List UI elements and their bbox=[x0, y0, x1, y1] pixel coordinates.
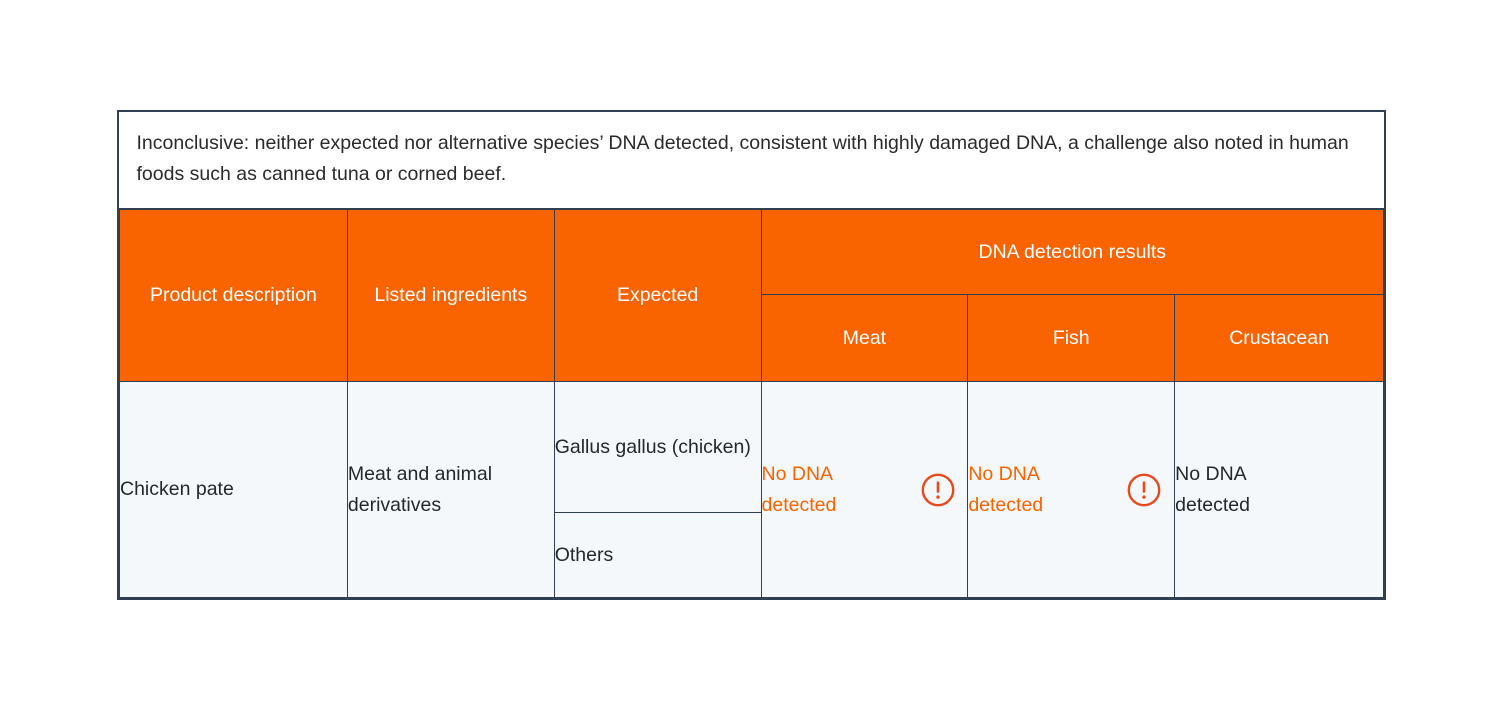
header-row-primary: Product description Listed ingredients E… bbox=[119, 208, 1385, 382]
result-text-crustacean: No DNA detected bbox=[1175, 462, 1250, 516]
cell-expected-species: Gallus gallus (chicken) bbox=[553, 381, 762, 513]
table-row-expected-others: Others bbox=[120, 512, 1384, 598]
result-text-fish: No DNA detected bbox=[968, 462, 1044, 516]
results-table-grid: Inconclusive: neither expected nor alter… bbox=[119, 112, 1385, 598]
cell-product-description: Chicken pate bbox=[119, 381, 348, 598]
column-header-meat: Meat bbox=[760, 294, 969, 382]
cell-listed-ingredients: Meat and animal derivatives bbox=[346, 381, 555, 598]
alert-circle-icon bbox=[921, 473, 954, 506]
table-row: Chicken pate Meat and animal derivatives… bbox=[119, 381, 1384, 598]
column-header-fish: Fish bbox=[967, 294, 1176, 382]
result-text-meat: No DNA detected bbox=[761, 462, 837, 516]
caption-cell: Inconclusive: neither expected nor alter… bbox=[119, 112, 1384, 210]
column-header-expected: Expected bbox=[553, 208, 762, 382]
cell-result-crustacean: No DNA detected bbox=[1174, 381, 1384, 598]
dna-results-table: Inconclusive: neither expected nor alter… bbox=[117, 110, 1386, 600]
column-header-product-description: Product description bbox=[119, 208, 348, 382]
header-row-secondary: Meat Fish Crustacean bbox=[120, 294, 1384, 382]
column-header-crustacean: Crustacean bbox=[1174, 294, 1384, 382]
cell-expected-others: Others bbox=[553, 512, 762, 598]
column-header-dna-detection-results: DNA detection results bbox=[760, 208, 1385, 295]
alert-circle-icon bbox=[1127, 473, 1161, 506]
caption-text: Inconclusive: neither expected nor alter… bbox=[136, 132, 1349, 185]
column-header-listed-ingredients: Listed ingredients bbox=[346, 208, 555, 382]
cell-result-meat: No DNA detected bbox=[760, 381, 969, 598]
table-caption-row: Inconclusive: neither expected nor alter… bbox=[119, 112, 1384, 210]
cell-result-fish: No DNA detected bbox=[967, 381, 1176, 598]
